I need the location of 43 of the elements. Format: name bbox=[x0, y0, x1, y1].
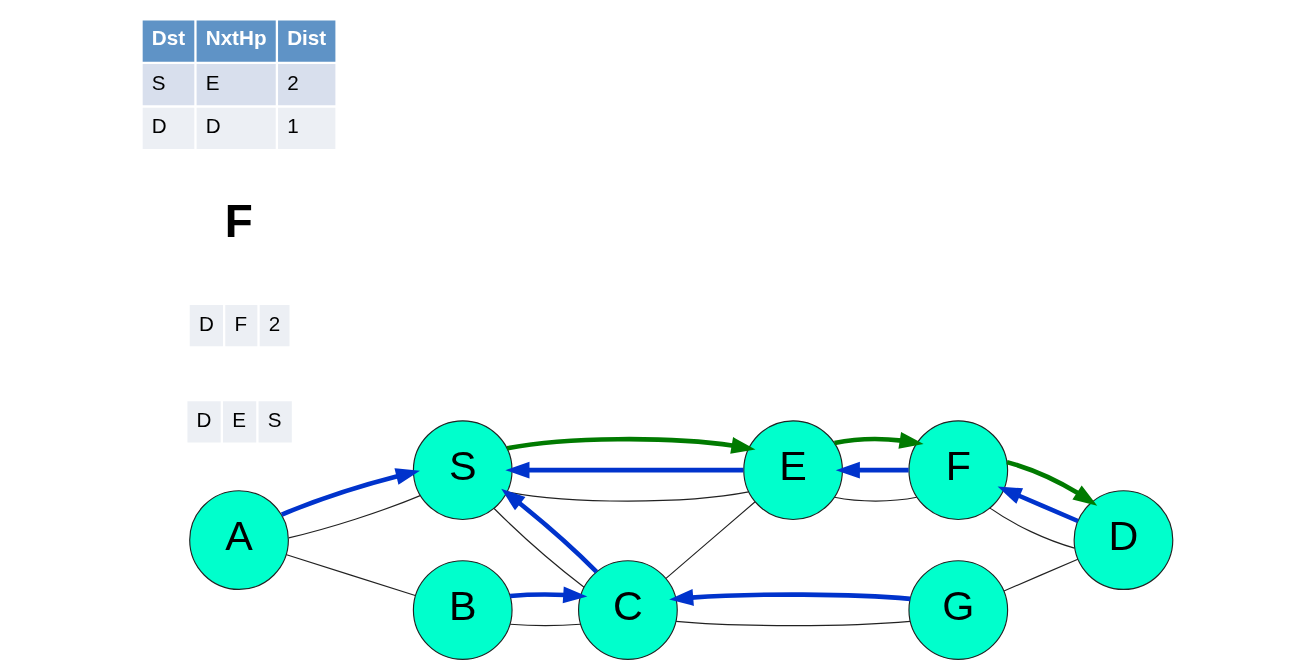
node-circle: E bbox=[742, 419, 843, 520]
label: E bbox=[231, 407, 246, 431]
node-circle: D bbox=[1073, 489, 1173, 590]
label: F bbox=[224, 194, 253, 247]
arrow bbox=[997, 486, 1079, 523]
connector bbox=[675, 620, 911, 626]
node-circle: F bbox=[907, 419, 1008, 520]
label: E bbox=[205, 70, 220, 94]
label: D bbox=[196, 407, 211, 431]
connector bbox=[833, 496, 917, 502]
label: D bbox=[205, 113, 221, 137]
connector bbox=[664, 500, 756, 579]
arrow bbox=[506, 436, 755, 454]
label: D bbox=[198, 311, 214, 335]
label: 2 bbox=[268, 311, 280, 335]
node-circle: C bbox=[577, 559, 678, 660]
label: D bbox=[151, 113, 167, 137]
arrow bbox=[504, 461, 743, 479]
arrow bbox=[833, 431, 924, 449]
label: Dst bbox=[151, 25, 185, 49]
label: 1 bbox=[286, 113, 299, 137]
node-circle: A bbox=[188, 489, 289, 590]
connector bbox=[493, 507, 585, 588]
arrow bbox=[500, 488, 598, 573]
arrow bbox=[280, 467, 420, 517]
arrow bbox=[509, 585, 587, 603]
connector bbox=[989, 507, 1075, 549]
label: 2 bbox=[286, 70, 299, 94]
arrow bbox=[668, 588, 910, 606]
label: S bbox=[151, 70, 166, 94]
arrow bbox=[1005, 459, 1097, 506]
node-circle: B bbox=[412, 559, 513, 660]
connector bbox=[287, 494, 421, 538]
node-circle: S bbox=[412, 419, 513, 520]
connector bbox=[1002, 558, 1078, 592]
arrow bbox=[835, 461, 909, 479]
label: NxtHp bbox=[205, 25, 267, 49]
node-circle: G bbox=[907, 559, 1008, 660]
connector bbox=[285, 553, 416, 596]
label: F bbox=[233, 311, 247, 335]
label: S bbox=[267, 407, 281, 431]
connector bbox=[509, 623, 581, 626]
label: Dist bbox=[286, 25, 326, 49]
